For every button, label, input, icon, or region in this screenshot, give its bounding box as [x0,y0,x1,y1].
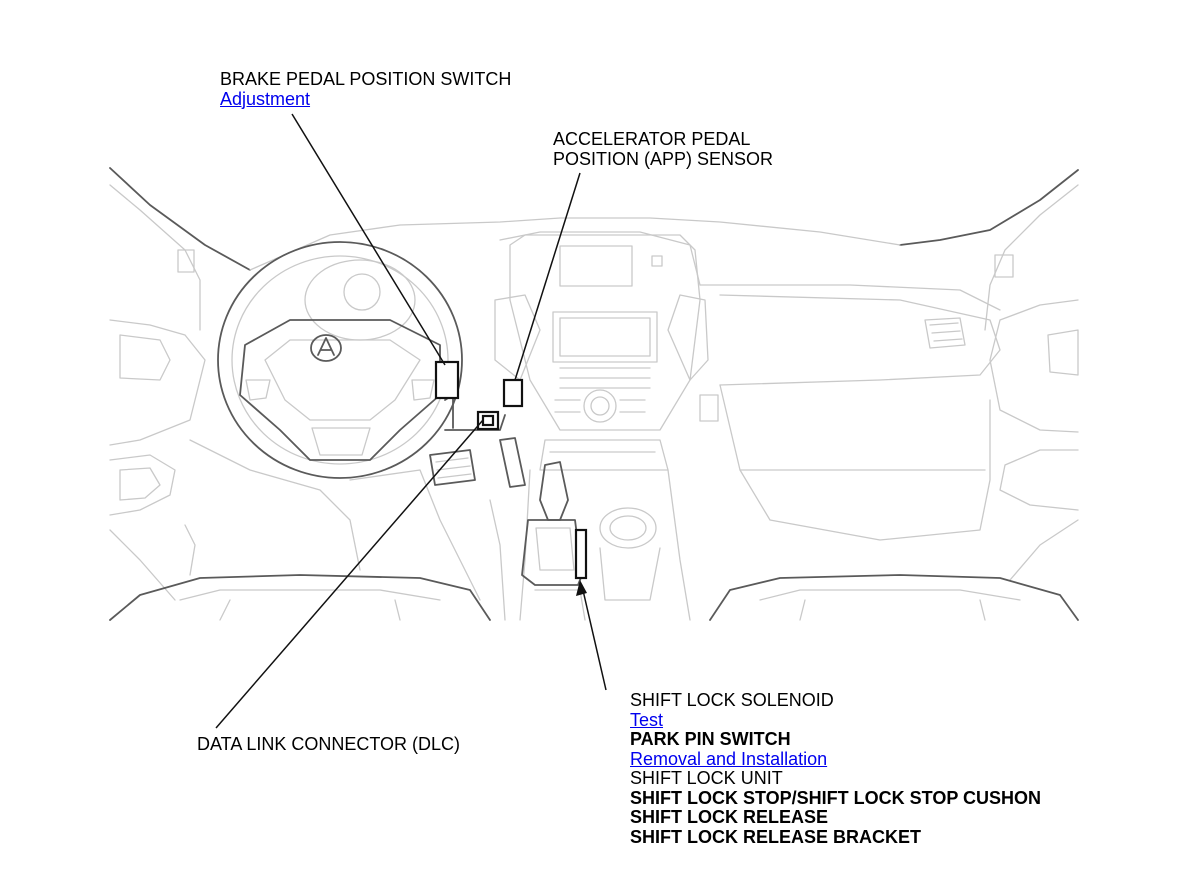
pedal-area [189,394,526,621]
brake-pedal-switch-title: BRAKE PEDAL POSITION SWITCH [220,69,512,89]
shift-lock-stop-title: SHIFT LOCK STOP/SHIFT LOCK STOP CUSHON [630,787,1042,808]
shift-lock-solenoid-title: SHIFT LOCK SOLENOID [630,690,834,710]
adjustment-link[interactable]: Adjustment [220,88,311,109]
leader-line-shift-lock [581,585,607,691]
leader-line-brake-switch [291,113,446,366]
dlc-marker-inner [481,414,495,427]
right-door-outline [899,169,1079,581]
arrow-head-shift-lock [576,580,587,596]
left-door-outline [109,167,251,601]
leader-line-app-sensor [514,172,581,381]
brake-pedal-switch-label: BRAKE PEDAL POSITION SWITCH Adjustment [220,69,512,109]
test-link[interactable]: Test [630,709,664,730]
app-sensor-label: ACCELERATOR PEDAL POSITION (APP) SENSOR [553,129,774,169]
brake-pedal-switch-marker [434,360,460,400]
app-sensor-title-line2: POSITION (APP) SENSOR [553,148,774,169]
shift-lock-release-title: SHIFT LOCK RELEASE [630,807,829,827]
dashboard-outline [249,217,1001,541]
app-sensor-marker [502,378,524,408]
removal-installation-link[interactable]: Removal and Installation [630,748,828,769]
shift-lock-label: SHIFT LOCK SOLENOID Test PARK PIN SWITCH… [630,690,1042,847]
steering-wheel [217,241,463,479]
center-console [519,461,691,621]
park-pin-switch-title: PARK PIN SWITCH [630,729,791,749]
app-sensor-title-line1: ACCELERATOR PEDAL [553,129,751,149]
dlc-title: DATA LINK CONNECTOR (DLC) [197,734,461,754]
seats [109,574,1079,621]
leader-line-dlc [215,419,484,729]
shift-lock-unit-title: SHIFT LOCK UNIT [630,768,783,788]
shift-lock-release-bracket-title: SHIFT LOCK RELEASE BRACKET [630,826,922,847]
dlc-label: DATA LINK CONNECTOR (DLC) [197,734,461,755]
center-stack-outline [494,234,709,471]
